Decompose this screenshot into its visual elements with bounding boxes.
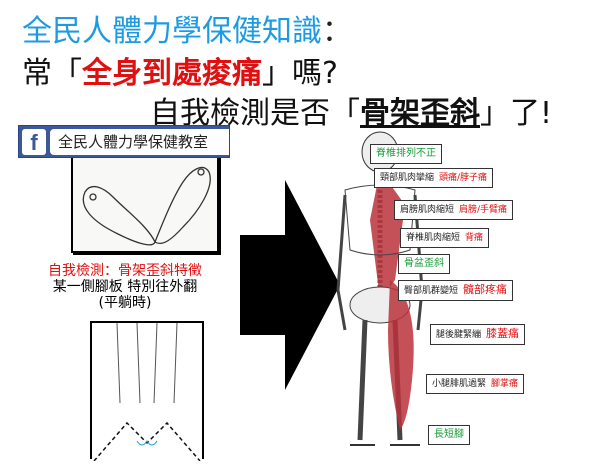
feet-sole-illustration <box>71 150 219 253</box>
label-back: 脊椎肌肉縮短背痛 <box>400 228 490 248</box>
feet-standing-illustration <box>90 321 204 462</box>
right-arrow-icon <box>240 180 340 390</box>
caption-line-2: 某一側腳板 特別往外翻 <box>52 279 198 295</box>
label-symptom: 肩膀/手臂痛 <box>459 205 508 215</box>
label-neck: 頸部肌肉攣縮頭痛/脖子痛 <box>374 168 494 188</box>
label-cause: 脊椎肌肉縮短 <box>406 233 461 243</box>
title2-prefix: 常「 <box>22 56 82 91</box>
title-line-2: 常「全身到處痠痛」嗎? <box>22 48 338 92</box>
label-cause: 腿後腱緊繃 <box>436 330 482 340</box>
label-symptom: 背痛 <box>465 233 484 243</box>
self-test-caption: 自我檢測：骨架歪斜特徵 某一側腳板 特別往外翻 (平躺時) <box>0 263 250 311</box>
label-spine-misalignment: 脊椎排列不正 <box>370 144 442 164</box>
label-cause: 小腿腓肌過緊 <box>432 379 487 389</box>
label-hip: 臀部肌群變短髖部疼痛 <box>398 280 514 301</box>
facebook-page-name: 全民人體力學保健教室 <box>50 129 229 155</box>
label-cause: 骨盆歪斜 <box>404 258 444 269</box>
label-cause: 長短腳 <box>434 429 464 440</box>
title3-highlight: 骨架歪斜 <box>360 96 480 131</box>
label-cause: 頸部肌肉攣縮 <box>380 173 435 183</box>
label-knee: 腿後腱緊繃膝蓋痛 <box>430 324 526 345</box>
title-brand: 全民人體力學保健知識 <box>22 14 322 49</box>
feet-drawing <box>82 166 211 246</box>
label-leg-length: 長短腳 <box>428 425 470 445</box>
label-symptom: 髖部疼痛 <box>463 283 508 296</box>
title2-highlight: 全身到處痠痛 <box>82 56 262 91</box>
skeleton-muscle-figure: 脊椎排列不正 頸部肌肉攣縮頭痛/脖子痛 肩膀肌肉縮短肩膀/手臂痛 脊椎肌肉縮短背… <box>330 130 590 459</box>
label-calf: 小腿腓肌過緊腳掌痛 <box>426 374 525 394</box>
label-symptom: 頭痛/脖子痛 <box>439 173 488 183</box>
facebook-icon: f <box>22 129 46 155</box>
label-cause: 肩膀肌肉縮短 <box>400 205 455 215</box>
caption-line-3: (平躺時) <box>98 295 152 311</box>
label-pelvis: 骨盆歪斜 <box>398 254 450 274</box>
label-cause: 脊椎排列不正 <box>376 148 436 159</box>
label-cause: 臀部肌群變短 <box>404 286 459 296</box>
label-symptom: 膝蓋痛 <box>486 327 520 340</box>
feet-standing-drawing <box>93 322 201 462</box>
caption-heading: 自我檢測：骨架歪斜特徵 <box>48 263 202 279</box>
title3-suffix: 」了! <box>480 96 553 131</box>
title2-suffix: 」嗎? <box>262 56 338 91</box>
title-colon: ： <box>322 14 352 49</box>
facebook-page-banner: f 全民人體力學保健教室 <box>18 125 230 158</box>
label-symptom: 腳掌痛 <box>491 379 519 389</box>
label-shoulder: 肩膀肌肉縮短肩膀/手臂痛 <box>394 200 514 220</box>
title-line-1: 全民人體力學保健知識： <box>22 6 352 50</box>
